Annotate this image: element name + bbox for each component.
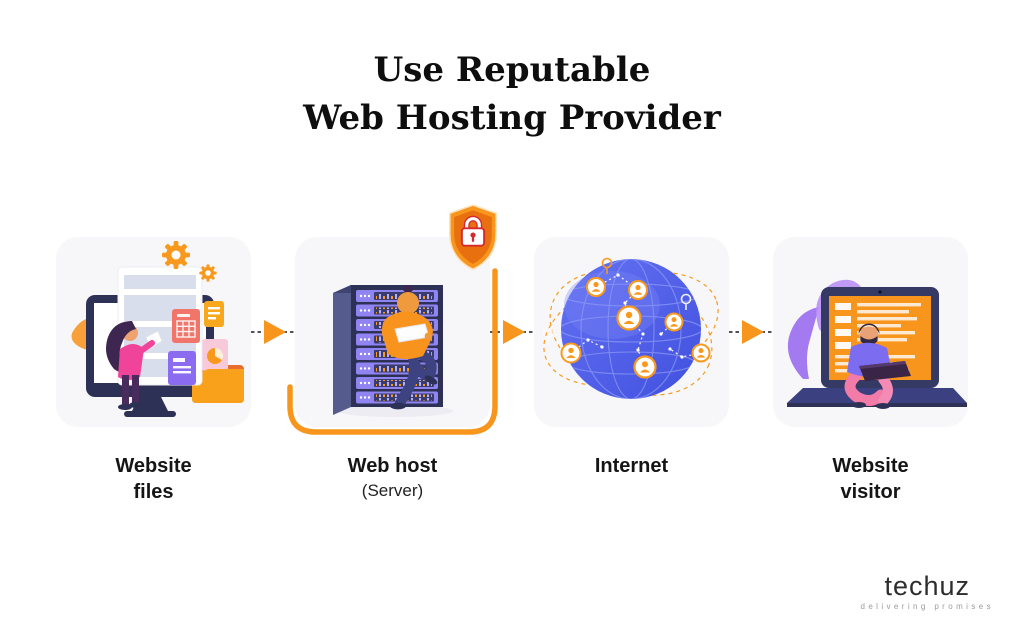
- internet-panel: [534, 237, 729, 427]
- website-files-illustration: [71, 241, 244, 417]
- website-files-panel: [56, 237, 251, 427]
- step-web-host: Web host (Server): [287, 204, 498, 502]
- website-visitor-panel: [773, 237, 968, 427]
- gear-icon-small: [199, 264, 217, 282]
- flow-arrow-icon: [729, 320, 773, 344]
- text-file-icon: [204, 301, 224, 327]
- flow-arrow-icon: [490, 320, 534, 344]
- step-label-website-files: Website files: [115, 455, 192, 503]
- website-visitor-illustration: [787, 279, 967, 409]
- lock-icon: [460, 215, 486, 247]
- logo-tagline: delivering promises: [860, 602, 994, 611]
- doc-file-icon: [168, 351, 196, 385]
- logo-wordmark: techuz: [884, 571, 971, 601]
- step-internet: Internet: [534, 237, 729, 479]
- location-pin-icon: [601, 257, 613, 274]
- security-shield-icon: [449, 204, 497, 271]
- person-figure: [844, 323, 911, 409]
- gear-icon: [162, 241, 190, 269]
- step-website-visitor: Website visitor: [773, 237, 968, 505]
- step-sublabel-server: (Server): [361, 481, 424, 500]
- page-title-line2: Web Hosting Provider: [303, 98, 721, 138]
- plant-icon: [787, 307, 819, 379]
- step-label-internet: Internet: [594, 455, 669, 477]
- page-title: Use Reputable Web Hosting Provider: [0, 46, 1024, 142]
- table-file-icon: [172, 309, 200, 343]
- step-website-files: Website files: [56, 237, 251, 505]
- flow-arrow-icon: [251, 320, 295, 344]
- step-label-website-visitor: Website visitor: [832, 455, 909, 503]
- user-node-icons: [560, 277, 711, 379]
- page-title-line1: Use Reputable: [373, 50, 651, 90]
- internet-globe-illustration: [542, 257, 719, 399]
- person-figure: [106, 321, 163, 410]
- web-host-panel: [287, 204, 498, 435]
- hosting-flow-diagram: Website files: [56, 204, 968, 505]
- techuz-logo: techuz delivering promises: [860, 572, 994, 611]
- person-figure: [381, 285, 438, 410]
- web-host-illustration: [333, 285, 453, 417]
- step-label-web-host: Web host: [347, 455, 438, 477]
